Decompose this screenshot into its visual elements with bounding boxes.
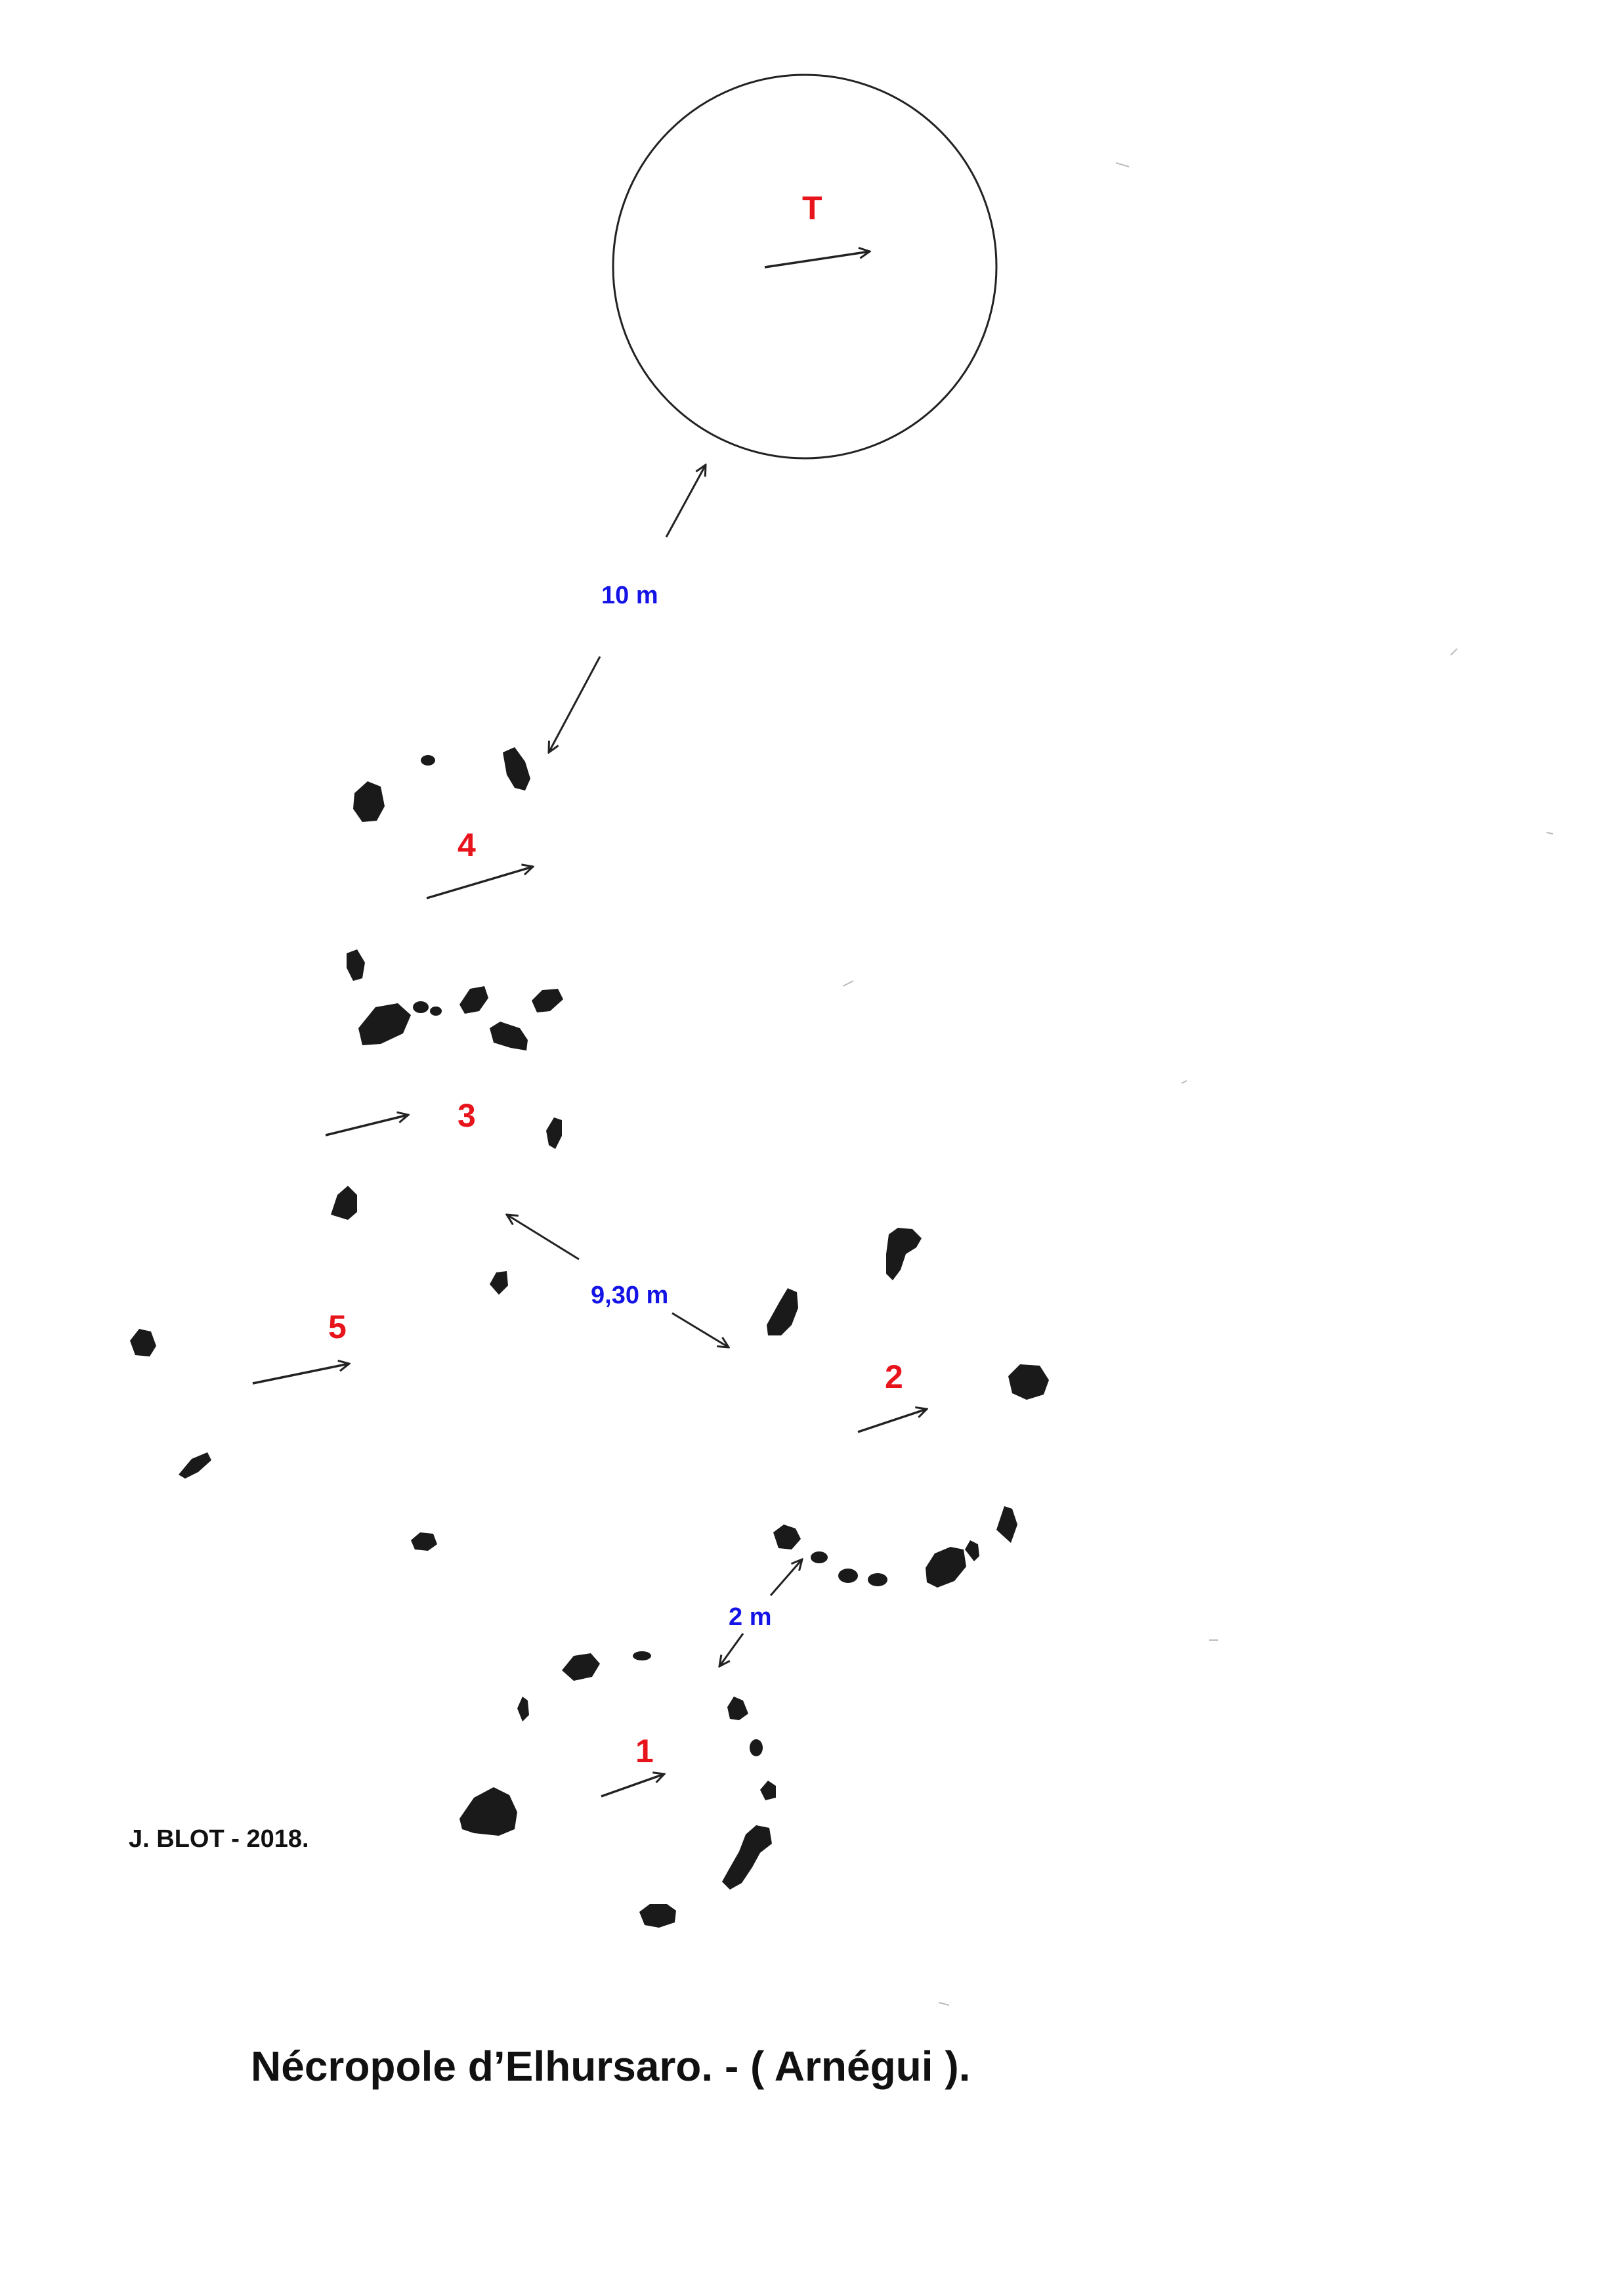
distance-arrows — [507, 465, 802, 1666]
author-credit: J. BLOT - 2018. — [129, 1825, 309, 1853]
stone — [546, 1117, 562, 1149]
distance-arrow-930-left — [507, 1215, 580, 1261]
stone — [130, 1329, 156, 1356]
monument-label-3: 3 — [458, 1097, 476, 1134]
stone — [1008, 1364, 1049, 1400]
monument-label-2: 2 — [885, 1358, 903, 1395]
distance-arrow-2m-up — [769, 1559, 802, 1596]
stone — [490, 1271, 508, 1295]
stone — [459, 986, 488, 1014]
orientation-arrows — [252, 251, 927, 1798]
stone — [727, 1697, 748, 1720]
monument-label-4: 4 — [458, 827, 476, 863]
stone — [886, 1228, 922, 1280]
distance-arrow-2m-down — [719, 1633, 744, 1666]
stone — [179, 1452, 211, 1479]
orientation-arrow-1 — [601, 1774, 664, 1798]
orientation-arrow-4 — [426, 867, 533, 899]
stone — [430, 1007, 442, 1016]
stone — [459, 1787, 517, 1836]
orientation-arrow-3 — [325, 1115, 408, 1137]
page-title: Nécropole d’Elhursaro. - ( Arnégui ). — [251, 2043, 971, 2090]
distance-label-2m: 2 m — [729, 1603, 772, 1631]
stones — [130, 747, 1049, 1928]
stone — [750, 1739, 763, 1756]
tumulus-circle — [612, 74, 998, 460]
distance-label-930m: 9,30 m — [591, 1282, 669, 1309]
stone — [331, 1186, 357, 1220]
stone — [562, 1653, 600, 1681]
paper-marks — [842, 162, 1554, 2006]
stone — [353, 781, 385, 822]
stone — [722, 1825, 772, 1890]
monument-label-5: 5 — [328, 1309, 347, 1345]
stone — [413, 1001, 429, 1013]
stone — [773, 1525, 801, 1549]
stone — [926, 1547, 966, 1588]
stone — [838, 1569, 858, 1583]
stone — [490, 1022, 528, 1051]
stone — [421, 755, 435, 766]
orientation-arrow-t — [764, 251, 870, 269]
orientation-arrow-5 — [252, 1364, 349, 1385]
stone — [347, 949, 365, 981]
distance-arrow-930-right — [671, 1312, 729, 1347]
stone — [868, 1573, 887, 1586]
stone — [639, 1904, 676, 1928]
stone — [996, 1506, 1017, 1543]
orientation-arrow-2 — [857, 1409, 927, 1433]
stone — [760, 1781, 776, 1800]
stone — [517, 1697, 529, 1722]
stone — [411, 1532, 437, 1551]
stone — [358, 1003, 411, 1045]
monument-label-t: T — [802, 190, 822, 227]
stone — [965, 1540, 979, 1561]
stone — [503, 747, 530, 791]
stone — [633, 1651, 651, 1660]
stone — [811, 1551, 828, 1563]
stone — [532, 989, 563, 1012]
distance-label-10m: 10 m — [601, 582, 658, 609]
distance-arrow-10m-down — [549, 656, 601, 752]
stone — [767, 1288, 798, 1335]
distance-arrow-10m-up — [665, 465, 706, 538]
monument-label-1: 1 — [635, 1733, 654, 1769]
